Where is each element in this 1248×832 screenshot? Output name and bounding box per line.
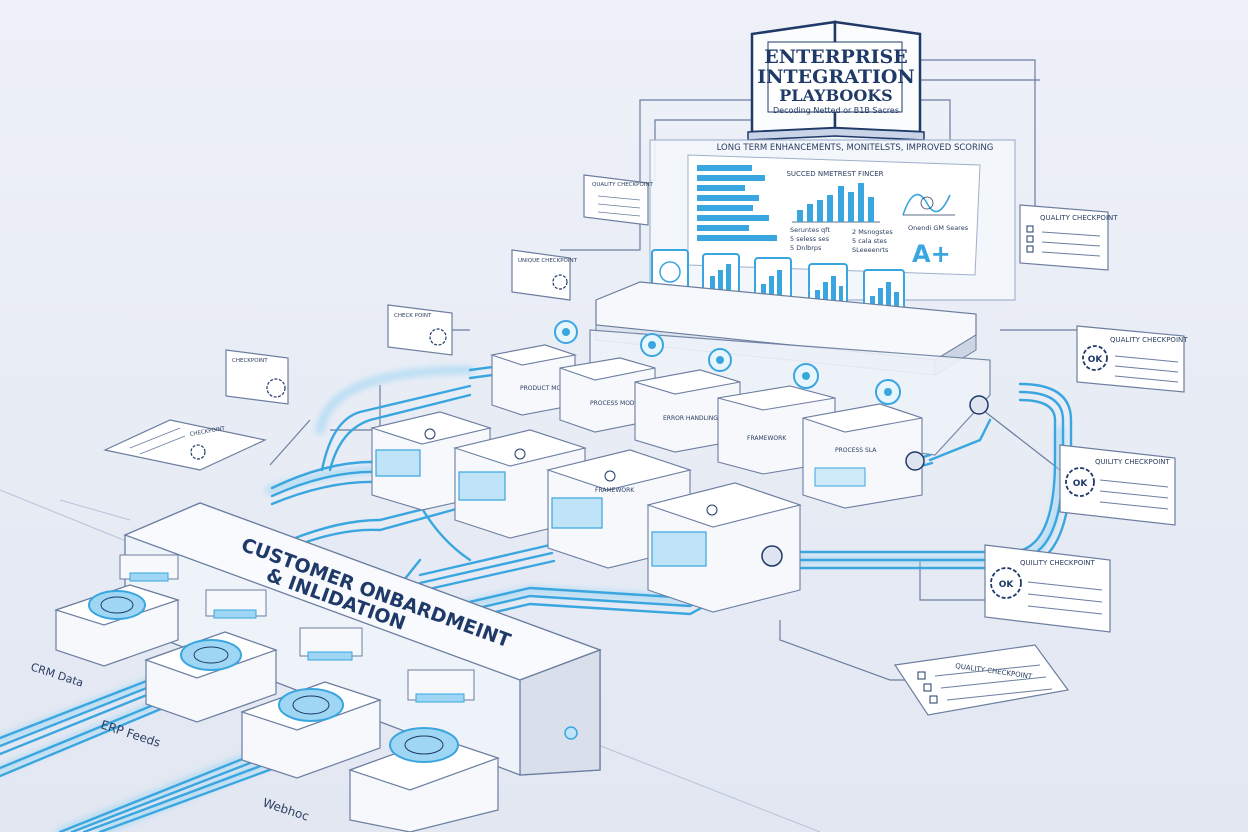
input-module (54, 554, 180, 667)
dashboard-text-mid-2: 5 cala stes (852, 237, 888, 245)
book-connectors (269, 59, 1080, 681)
module-label: FRAMEWORK (747, 435, 787, 442)
module-label: PRODUCT MODULE (520, 385, 578, 392)
module-box (452, 429, 588, 539)
checkpoint-title: QUILITY CHECKPOINT (1095, 458, 1171, 466)
module-label: PROCESS SLA (835, 447, 877, 454)
book-subtitle: Decoding Netted or B1B Sacres (773, 106, 899, 115)
checkpoint-card: QUALITY CHECKPOINT OK (1076, 325, 1188, 393)
module-label: FRAMEWORK (595, 487, 635, 494)
checkpoint-title: QUALITY CHECKPOINT (1110, 336, 1188, 344)
book-title-line2: INTEGRATION (757, 66, 915, 88)
bar-chart-icon (651, 249, 689, 295)
dashboard-text-left-1: Seruntes qft (790, 226, 830, 234)
playbook-book: ENTERPRISE INTEGRATION PLAYBOOKS Decodin… (747, 20, 925, 141)
dashboard-text-mid-1: 2 Msnogstes (852, 228, 893, 236)
input-module (240, 627, 382, 779)
gear-ok-icon: OK (990, 567, 1022, 599)
gear-icon (640, 333, 664, 357)
gear-icon (875, 379, 901, 405)
note-card: CHECKPOINT (103, 419, 267, 471)
input-modules (54, 554, 500, 832)
svg-text:OK: OK (999, 580, 1015, 590)
dashboard-vbar-chart (792, 183, 880, 223)
module-label: PROCESS MODULE (590, 400, 646, 407)
checkpoint-card: QUALITY CHECKPOINT (893, 644, 1070, 716)
gear-icon (793, 363, 819, 389)
module-box: PRODUCT MODULE (489, 344, 578, 416)
note-card: QUALITY CHECKPOINT (583, 174, 654, 226)
module-box: PROCESS MODULE (559, 357, 656, 433)
metrics-dashboard: LONG TERM ENHANCEMENTS, MONITELSTS, IMPR… (649, 139, 1016, 301)
checkpoint-card: QUILITY CHECKPOINT OK (984, 544, 1111, 633)
handshake-icon (278, 688, 344, 722)
dashboard-hbar-chart (697, 165, 777, 241)
dashboard-text-mid-3: SLeeeenrts (852, 246, 889, 254)
dashboard-text-left-2: 5 seless ses (790, 235, 830, 243)
dashboard-grade: A+ (912, 240, 951, 268)
handshake-icon (88, 590, 146, 620)
gear-icon (552, 274, 568, 290)
dashboard-gauge-label: Onendi GM Seares (908, 224, 969, 232)
gear-icon (429, 328, 447, 346)
note-card: CHECK POINT (387, 304, 453, 356)
handshake-icon (180, 639, 242, 671)
processing-modules: PRODUCT MODULE PROCESS MODULE ERROR HAND… (369, 344, 925, 613)
gear-ok-icon: OK (1082, 345, 1108, 371)
checkpoint-card: QUILITY CHECKPOINT OK (1059, 444, 1176, 526)
left-notes: QUALITY CHECKPOINT UNIQUE CHECKPOINT CHE… (103, 174, 654, 471)
note-title: QUALITY CHECKPOINT (592, 182, 654, 188)
gear-icon (266, 378, 286, 398)
dashboard-banner: LONG TERM ENHANCEMENTS, MONITELSTS, IMPR… (717, 143, 994, 153)
dashboard-chart-title: SUCCED NMETREST FINCER (786, 170, 883, 178)
module-box (646, 482, 802, 613)
checkpoint-title: QUALITY CHECKPOINT (1040, 214, 1118, 222)
svg-text:OK: OK (1073, 479, 1089, 489)
module-label: ERROR HANDLING (663, 415, 718, 422)
note-title: CHECK POINT (394, 313, 432, 319)
bar-chart-icon (754, 257, 792, 305)
handshake-icon (389, 727, 459, 763)
book-title-line1: ENTERPRISE (764, 46, 907, 68)
svg-text:OK: OK (1088, 355, 1104, 365)
note-card: UNIQUE CHECKPOINT (511, 249, 578, 301)
right-checkpoints: QUALITY CHECKPOINT QUALITY CHECKPOINT OK… (893, 204, 1188, 716)
checkpoint-title: QUILITY CHECKPOINT (1020, 559, 1096, 567)
module-box: ERROR HANDLING (634, 369, 741, 453)
note-title: UNIQUE CHECKPOINT (518, 258, 578, 264)
gear-icon (708, 348, 732, 372)
checkpoint-card: QUALITY CHECKPOINT (1019, 204, 1118, 271)
integration-nodes (554, 320, 901, 405)
note-title: CHECKPOINT (232, 358, 268, 364)
gear-icon (554, 320, 578, 344)
module-box: PROCESS SLA (802, 403, 923, 509)
gear-ok-icon: OK (1065, 467, 1095, 497)
note-card: CHECKPOINT (225, 349, 289, 405)
dashboard-gauge (902, 193, 955, 216)
gear-icon (190, 444, 206, 460)
input-module (348, 669, 500, 832)
book-title-line3: PLAYBOOKS (779, 86, 892, 105)
input-module (144, 589, 278, 723)
dashboard-text-left-3: 5 Dnlbrps (790, 244, 822, 252)
